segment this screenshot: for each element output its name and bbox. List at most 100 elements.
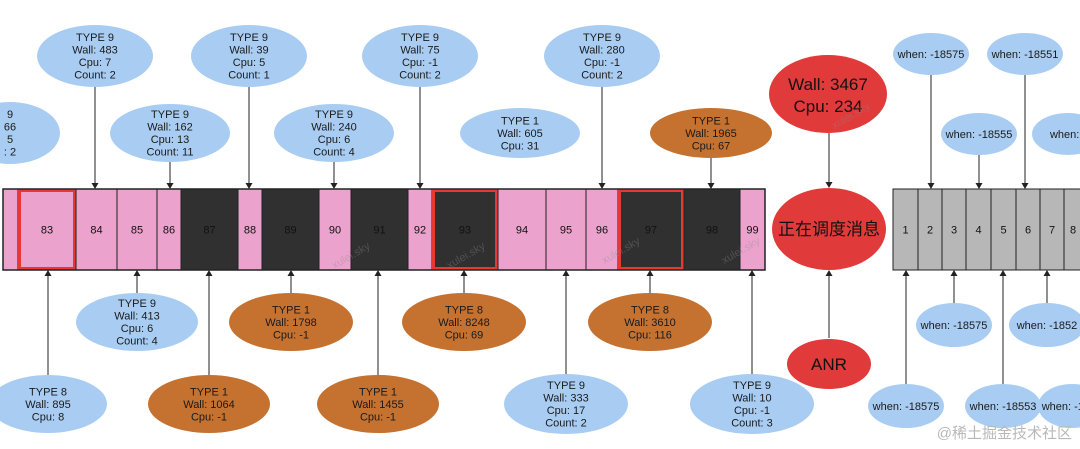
arrow-head bbox=[646, 270, 654, 276]
pending-cell-label: 3 bbox=[951, 225, 957, 237]
bubble-text: TYPE 9 bbox=[583, 32, 621, 44]
info-bubble bbox=[1032, 113, 1080, 155]
bubble-text: when: -18555 bbox=[945, 129, 1013, 141]
arrow-head bbox=[374, 270, 382, 276]
pending-cell bbox=[1039, 188, 1065, 271]
arrow-head bbox=[825, 182, 833, 188]
bubble-text: when: -18553 bbox=[969, 401, 1037, 413]
queue-cell bbox=[497, 188, 547, 271]
arrow-head bbox=[205, 270, 213, 276]
anr-node bbox=[787, 339, 871, 389]
queue-cell-label: 96 bbox=[596, 225, 608, 237]
bubble-text: Count: 2 bbox=[581, 70, 623, 82]
arrow-head bbox=[825, 270, 833, 276]
info-bubble bbox=[37, 25, 153, 87]
pending-cell-label: 2 bbox=[927, 225, 933, 237]
dispatching-node bbox=[772, 188, 886, 270]
bubble-text: Count: 3 bbox=[731, 418, 773, 430]
arrow-head bbox=[1043, 270, 1051, 276]
queue-cell bbox=[180, 188, 239, 271]
queue-cell-label: 93 bbox=[459, 225, 471, 237]
queue-cell-label: 98 bbox=[706, 225, 718, 237]
bubble-text: Wall: 162 bbox=[147, 122, 192, 134]
bubble-text: Cpu: -1 bbox=[191, 411, 227, 423]
info-bubble bbox=[0, 375, 107, 433]
bubble-text: Wall: 483 bbox=[72, 45, 117, 57]
info-bubble bbox=[191, 25, 307, 87]
bubble-text: Wall: 1798 bbox=[265, 317, 317, 329]
pending-cell-label: 4 bbox=[975, 225, 981, 237]
bubble-text: Wall: 413 bbox=[114, 311, 159, 323]
bubble-text: Wall: 895 bbox=[25, 399, 70, 411]
arrow-head bbox=[245, 183, 253, 189]
info-bubble bbox=[893, 33, 969, 75]
bubble-text: Wall: 10 bbox=[732, 393, 771, 405]
bubble-text: 9 bbox=[7, 109, 13, 121]
queue-cell-label: 86 bbox=[163, 225, 175, 237]
bubble-text: Wall: 3610 bbox=[624, 317, 676, 329]
bubble-text: Wall: 8248 bbox=[438, 317, 490, 329]
queue-cell-label: 85 bbox=[131, 225, 143, 237]
bubble-text: when: -18551 bbox=[991, 49, 1059, 61]
bubble-text: when: -1852 bbox=[1016, 320, 1078, 332]
queue-cell bbox=[17, 188, 77, 271]
info-bubble bbox=[965, 384, 1041, 428]
info-bubble bbox=[229, 293, 353, 351]
queue-cell-highlight bbox=[432, 189, 498, 270]
wall-cpu-text: Wall: 3467 bbox=[788, 75, 868, 94]
info-bubble bbox=[544, 25, 660, 87]
bubble-text: Wall: 75 bbox=[400, 45, 439, 57]
queue-cell bbox=[261, 188, 320, 271]
bubble-text: Cpu: 17 bbox=[547, 405, 586, 417]
queue-cell-highlight bbox=[18, 189, 76, 270]
bubble-text: Wall: 1455 bbox=[352, 399, 404, 411]
arrow-head bbox=[598, 183, 606, 189]
pending-cell-label: 5 bbox=[1000, 225, 1006, 237]
bubble-text: TYPE 9 bbox=[315, 109, 353, 121]
bubble-text: Cpu: 5 bbox=[233, 57, 265, 69]
queue-cell bbox=[585, 188, 619, 271]
source-credit: @稀土掘金技术社区 bbox=[936, 425, 1072, 442]
arrow-head bbox=[902, 270, 910, 276]
bubble-text: TYPE 9 bbox=[547, 380, 585, 392]
bubble-text: when: -18575 bbox=[920, 320, 988, 332]
bubble-text: TYPE 9 bbox=[151, 109, 189, 121]
bubble-text: Wall: 1064 bbox=[183, 399, 235, 411]
info-bubble bbox=[274, 104, 394, 162]
bubble-text: Cpu: 7 bbox=[79, 57, 111, 69]
arrow-head bbox=[562, 270, 570, 276]
bubble-text: Cpu: -1 bbox=[360, 411, 396, 423]
info-bubble bbox=[650, 108, 772, 158]
bubble-text: TYPE 9 bbox=[118, 298, 156, 310]
pending-cell-label: 7 bbox=[1049, 225, 1055, 237]
info-bubble bbox=[690, 374, 814, 434]
queue-border bbox=[2, 188, 766, 271]
queue-cell-highlight bbox=[618, 189, 684, 270]
arrow-head bbox=[975, 183, 983, 189]
bubble-text: when: -1855 bbox=[1041, 401, 1080, 413]
anr-text: ANR bbox=[811, 355, 847, 374]
queue-cell-label: 91 bbox=[373, 225, 385, 237]
bubble-text: Wall: 39 bbox=[229, 45, 268, 57]
bubble-text: TYPE 8 bbox=[29, 386, 67, 398]
queue-cell-label: 92 bbox=[414, 225, 426, 237]
info-bubble bbox=[317, 375, 439, 433]
bubble-text: Cpu: 116 bbox=[628, 329, 672, 341]
arrow-head bbox=[1021, 183, 1029, 189]
bubble-text: TYPE 1 bbox=[359, 386, 397, 398]
bubble-text: TYPE 9 bbox=[76, 32, 114, 44]
pending-cell bbox=[1063, 188, 1080, 271]
bubble-text: when: -18575 bbox=[872, 401, 940, 413]
bubble-text: : 2 bbox=[4, 147, 16, 159]
bubble-text: when: - bbox=[1049, 129, 1080, 141]
arrow-head bbox=[927, 183, 935, 189]
bubble-text: TYPE 1 bbox=[692, 115, 730, 127]
bubble-text: Count: 1 bbox=[228, 70, 270, 82]
info-bubble bbox=[1009, 303, 1080, 347]
info-bubble bbox=[941, 113, 1017, 155]
bubble-text: TYPE 1 bbox=[272, 304, 310, 316]
bubble-text: Wall: 280 bbox=[579, 45, 624, 57]
pending-cell-label: 8 bbox=[1070, 225, 1076, 237]
bubble-text: TYPE 9 bbox=[733, 380, 771, 392]
